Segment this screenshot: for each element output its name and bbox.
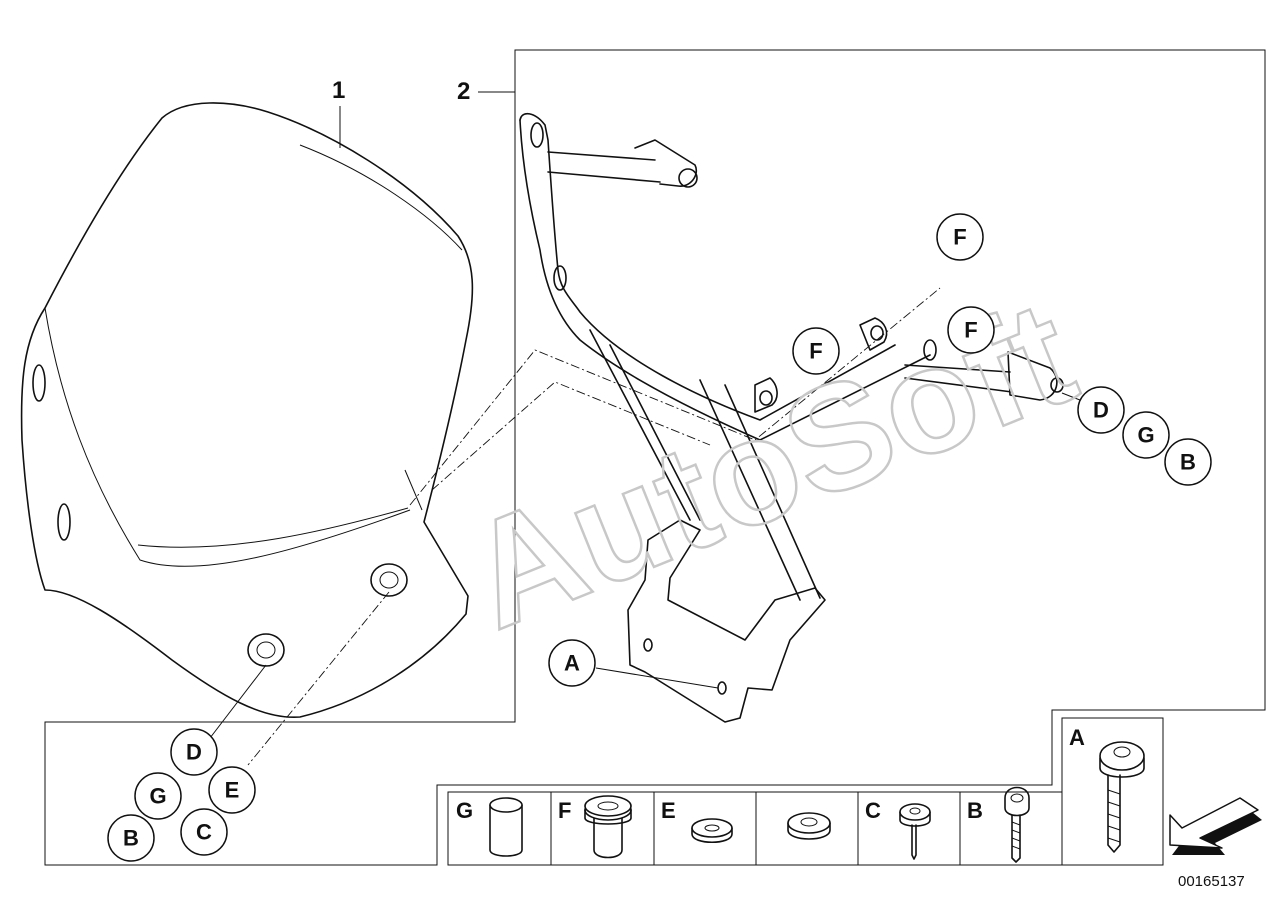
leader-lines <box>209 287 1086 766</box>
svg-text:F: F <box>964 318 977 343</box>
document-number: 00165137 <box>1178 873 1245 890</box>
callout-e-left: E <box>208 766 256 814</box>
callout-f-right: F <box>947 306 995 354</box>
table-label-f: F <box>558 798 571 823</box>
part-number-2: 2 <box>457 78 470 105</box>
svg-text:C: C <box>196 820 212 845</box>
svg-text:B: B <box>1180 450 1196 475</box>
svg-text:D: D <box>186 740 202 765</box>
table-label-e: E <box>661 798 676 823</box>
svg-text:A: A <box>564 651 580 676</box>
next-page-arrow-icon[interactable] <box>1169 797 1262 855</box>
table-label-c: C <box>865 798 881 823</box>
callout-b-left: B <box>107 814 155 862</box>
callout-f-middle: F <box>792 327 840 375</box>
torx-screw-medium-icon <box>1004 786 1030 863</box>
svg-text:G: G <box>149 784 166 809</box>
callout-d-right: D <box>1077 386 1125 434</box>
spacer-sleeve-icon <box>489 797 523 857</box>
callout-c-left: C <box>180 808 228 856</box>
svg-text:D: D <box>1093 398 1109 423</box>
watermark-text: AutoSoft <box>445 267 1095 660</box>
windshield-drawing <box>20 102 474 719</box>
callout-g-left: G <box>134 772 182 820</box>
torx-screw-long-icon <box>1099 741 1145 853</box>
svg-text:G: G <box>1137 423 1154 448</box>
torx-screw-short-icon <box>899 803 931 860</box>
frame-lines <box>44 49 1266 866</box>
svg-text:E: E <box>225 778 240 803</box>
callout-d-left: D <box>170 728 218 776</box>
flat-washer-icon <box>691 818 733 844</box>
bracket-drawing <box>519 112 1064 723</box>
callout-g-right: G <box>1122 411 1170 459</box>
callout-a-bracket: A <box>548 639 596 687</box>
svg-text:B: B <box>123 826 139 851</box>
svg-text:F: F <box>809 339 822 364</box>
callout-b-right: B <box>1164 438 1212 486</box>
svg-text:F: F <box>953 225 966 250</box>
flanged-bushing-icon <box>584 795 632 859</box>
table-label-a: A <box>1069 725 1085 750</box>
table-label-g: G <box>456 798 473 823</box>
rubber-washer-icon <box>787 812 831 840</box>
table-label-b: B <box>967 798 983 823</box>
callout-f-top: F <box>936 213 984 261</box>
part-number-1: 1 <box>332 77 345 104</box>
